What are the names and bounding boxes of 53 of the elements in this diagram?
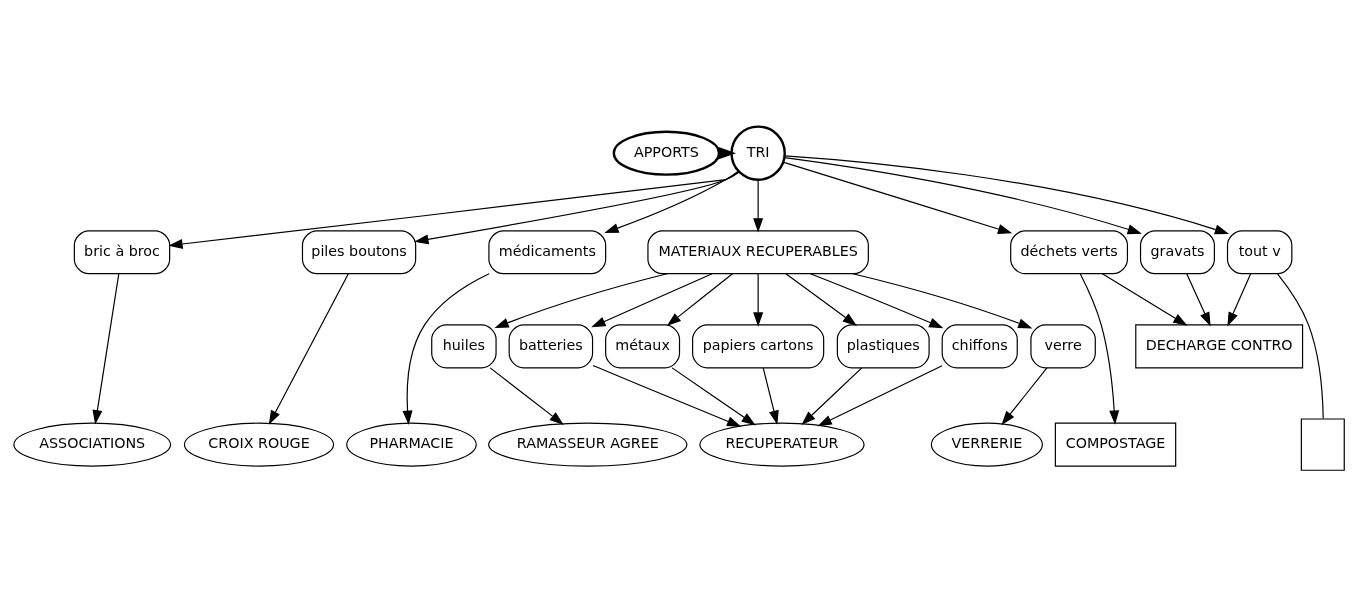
node-box: métaux bbox=[605, 323, 681, 368]
node-box: verre bbox=[1030, 323, 1096, 368]
arrow bbox=[268, 272, 349, 425]
arrow bbox=[809, 272, 944, 328]
node-box: bric à broc bbox=[73, 229, 171, 274]
arrow bbox=[817, 364, 943, 426]
node-box: MATERIAUX RECUPERABLES bbox=[647, 229, 869, 274]
node-box: COMPOSTAGE bbox=[1054, 422, 1177, 467]
arrow bbox=[852, 272, 1033, 328]
node-box: médicaments bbox=[488, 229, 607, 274]
node-box: batteries bbox=[508, 323, 594, 368]
arrow bbox=[494, 272, 668, 328]
node-circle: TRI bbox=[730, 124, 786, 181]
arrow bbox=[591, 272, 713, 327]
arrow bbox=[1079, 272, 1120, 425]
node-box: piles boutons bbox=[301, 229, 417, 274]
node-box: chiffons bbox=[941, 323, 1018, 368]
node-ellipse: RECUPERATEUR bbox=[699, 422, 865, 467]
arrow bbox=[604, 170, 739, 233]
node-ellipse: RAMASSEUR AGREE bbox=[488, 422, 688, 467]
node-ellipse: CROIX ROUGE bbox=[183, 422, 335, 467]
arrow bbox=[753, 272, 764, 327]
arrow bbox=[168, 170, 740, 249]
node-ellipse: ASSOCIATIONS bbox=[13, 422, 172, 467]
node-box: DECHARGE CONTRO bbox=[1135, 323, 1304, 368]
arrow bbox=[785, 272, 857, 326]
arrow bbox=[1186, 272, 1211, 326]
node-box: plastiques bbox=[836, 323, 930, 368]
node-box: gravats bbox=[1139, 229, 1215, 274]
node-box bbox=[1300, 417, 1345, 471]
arrow bbox=[1101, 272, 1188, 326]
arrow bbox=[762, 366, 779, 425]
arrow bbox=[402, 272, 490, 425]
arrow bbox=[489, 366, 564, 425]
arrow bbox=[753, 178, 764, 232]
arrow bbox=[666, 272, 734, 326]
arrow bbox=[782, 161, 1013, 234]
arrow bbox=[1001, 366, 1048, 425]
node-ellipse: PHARMACIE bbox=[346, 422, 477, 467]
arrow bbox=[801, 366, 863, 425]
node-ellipse: VERRERIE bbox=[930, 422, 1043, 467]
arrow bbox=[592, 364, 742, 427]
arrow bbox=[671, 366, 756, 425]
connector bbox=[1276, 272, 1324, 419]
node-box: papiers cartons bbox=[692, 323, 825, 368]
arrow bbox=[92, 272, 120, 424]
arrow bbox=[784, 156, 1142, 234]
arrow bbox=[784, 154, 1230, 234]
node-box: tout v bbox=[1226, 229, 1293, 274]
node-box: huiles bbox=[431, 323, 497, 368]
arrow bbox=[414, 170, 740, 244]
arrow bbox=[1227, 272, 1252, 326]
node-box: déchets verts bbox=[1010, 229, 1129, 274]
